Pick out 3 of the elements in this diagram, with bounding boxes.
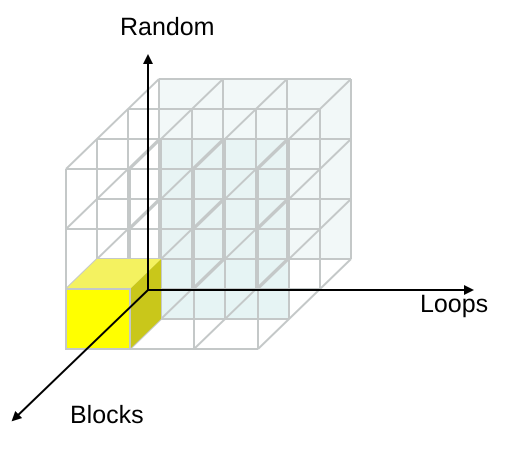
axis-label: Blocks: [70, 403, 144, 428]
axis-label: Loops: [420, 292, 488, 317]
axis-label: Random: [120, 15, 214, 40]
